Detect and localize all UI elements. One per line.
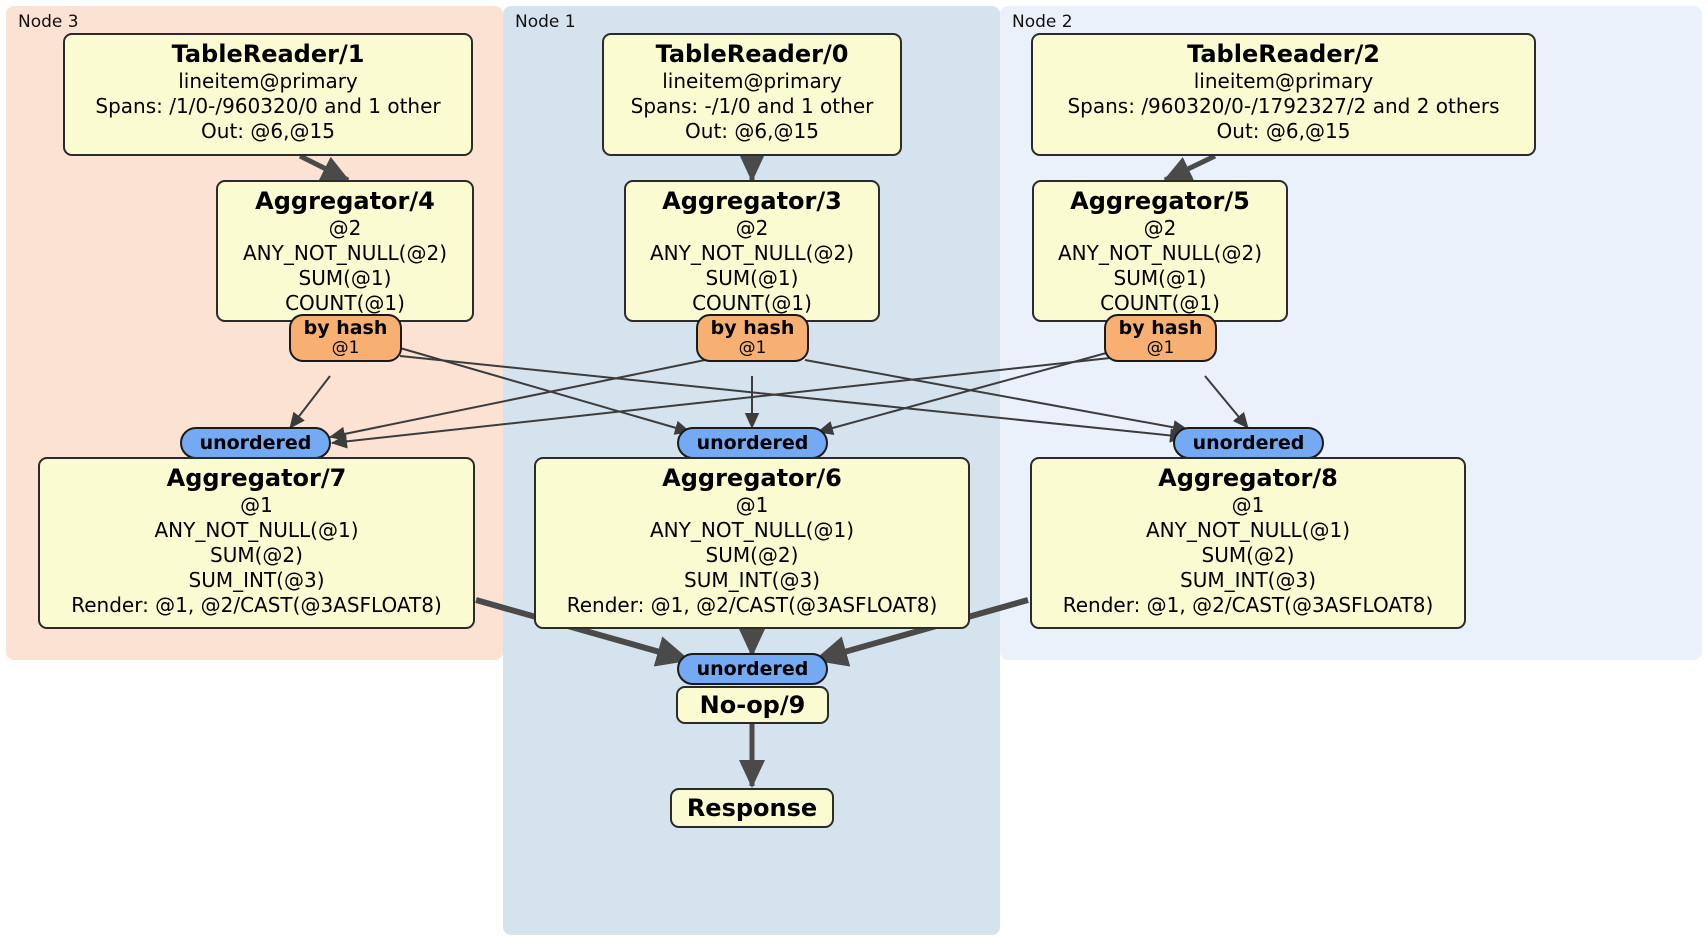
processor-detail-agg0: ANY_NOT_NULL(@2) — [1058, 241, 1262, 265]
processor-title: Aggregator/3 — [662, 187, 842, 215]
processor-detail-agg2: COUNT(@1) — [285, 291, 405, 315]
processor-detail-agg1: SUM(@1) — [1113, 266, 1207, 290]
synchronizer-label: unordered — [696, 658, 809, 680]
synchronizer-unordered-aggregator-6[interactable]: unordered — [677, 427, 828, 459]
processor-detail-agg2: COUNT(@1) — [692, 291, 812, 315]
processor-aggregator-8[interactable]: Aggregator/8 @1 ANY_NOT_NULL(@1) SUM(@2)… — [1030, 457, 1466, 629]
processor-detail-agg2: SUM_INT(@3) — [1180, 568, 1316, 592]
processor-detail-spans: Spans: -/1/0 and 1 other — [630, 94, 874, 118]
processor-title: Aggregator/4 — [255, 187, 435, 215]
synchronizer-label: unordered — [199, 432, 312, 454]
processor-detail-agg2: COUNT(@1) — [1100, 291, 1220, 315]
processor-aggregator-6[interactable]: Aggregator/6 @1 ANY_NOT_NULL(@1) SUM(@2)… — [534, 457, 970, 629]
synchronizer-label: unordered — [1192, 432, 1305, 454]
processor-detail-agg0: ANY_NOT_NULL(@2) — [650, 241, 854, 265]
processor-detail-render: Render: @1, @2/CAST(@3ASFLOAT8) — [71, 593, 442, 617]
processor-detail-groupcol: @1 — [240, 493, 273, 517]
processor-title: Aggregator/8 — [1158, 464, 1338, 492]
router-label: by hash — [303, 317, 388, 339]
processor-aggregator-3[interactable]: Aggregator/3 @2 ANY_NOT_NULL(@2) SUM(@1)… — [624, 180, 880, 322]
synchronizer-unordered-aggregator-7[interactable]: unordered — [180, 427, 331, 459]
processor-title: No-op/9 — [699, 691, 806, 719]
processor-detail-agg1: SUM(@2) — [705, 543, 799, 567]
processor-detail-out: Out: @6,@15 — [1216, 119, 1351, 143]
processor-title: Aggregator/7 — [166, 464, 347, 492]
node-label-node3: Node 3 — [18, 12, 79, 32]
processor-detail-groupcol: @1 — [735, 493, 769, 517]
processor-detail-out: Out: @6,@15 — [685, 119, 819, 143]
processor-detail-agg1: SUM(@1) — [705, 266, 799, 290]
synchronizer-unordered-final[interactable]: unordered — [677, 653, 828, 685]
processor-detail-out: Out: @6,@15 — [201, 119, 335, 143]
processor-detail-spans: Spans: /960320/0-/1792327/2 and 2 others — [1067, 94, 1500, 118]
processor-detail-agg0: ANY_NOT_NULL(@1) — [650, 518, 854, 542]
processor-aggregator-4[interactable]: Aggregator/4 @2 ANY_NOT_NULL(@2) SUM(@1)… — [216, 180, 474, 322]
processor-detail-agg0: ANY_NOT_NULL(@1) — [154, 518, 359, 542]
processor-title: Aggregator/5 — [1070, 187, 1250, 215]
processor-detail-table: lineitem@primary — [1193, 69, 1374, 93]
synchronizer-label: unordered — [696, 432, 809, 454]
processor-detail-agg1: SUM(@1) — [298, 266, 392, 290]
processor-detail-agg1: SUM(@2) — [210, 543, 303, 567]
node-label-node1: Node 1 — [515, 12, 576, 32]
processor-no-op-9[interactable]: No-op/9 — [676, 686, 829, 724]
processor-table-reader-1[interactable]: TableReader/1 lineitem@primary Spans: /1… — [63, 33, 473, 156]
processor-detail-groupcol: @2 — [328, 216, 362, 240]
processor-detail-agg1: SUM(@2) — [1201, 543, 1295, 567]
router-column: @1 — [331, 338, 360, 358]
processor-table-reader-0[interactable]: TableReader/0 lineitem@primary Spans: -/… — [602, 33, 902, 156]
processor-title: TableReader/0 — [655, 40, 849, 68]
processor-detail-table: lineitem@primary — [178, 69, 358, 93]
router-label: by hash — [1118, 317, 1203, 339]
processor-detail-agg2: SUM_INT(@3) — [188, 568, 325, 592]
processor-detail-agg0: ANY_NOT_NULL(@1) — [1146, 518, 1350, 542]
node-label-node2: Node 2 — [1012, 12, 1073, 32]
processor-title: TableReader/2 — [1187, 40, 1380, 68]
processor-detail-render: Render: @1, @2/CAST(@3ASFLOAT8) — [566, 593, 938, 617]
router-column: @1 — [1146, 338, 1175, 358]
synchronizer-unordered-aggregator-8[interactable]: unordered — [1173, 427, 1324, 459]
processor-title: TableReader/1 — [171, 40, 365, 68]
processor-title: Response — [686, 794, 818, 822]
processor-aggregator-5[interactable]: Aggregator/5 @2 ANY_NOT_NULL(@2) SUM(@1)… — [1032, 180, 1288, 322]
processor-detail-spans: Spans: /1/0-/960320/0 and 1 other — [95, 94, 441, 118]
processor-detail-groupcol: @1 — [1231, 493, 1265, 517]
processor-detail-table: lineitem@primary — [662, 69, 842, 93]
processor-detail-groupcol: @2 — [1143, 216, 1177, 240]
processor-detail-groupcol: @2 — [735, 216, 769, 240]
processor-detail-render: Render: @1, @2/CAST(@3ASFLOAT8) — [1062, 593, 1434, 617]
router-column: @1 — [738, 338, 767, 358]
processor-response[interactable]: Response — [670, 788, 834, 828]
processor-detail-agg2: SUM_INT(@3) — [684, 568, 820, 592]
processor-table-reader-2[interactable]: TableReader/2 lineitem@primary Spans: /9… — [1031, 33, 1536, 156]
router-label: by hash — [710, 317, 795, 339]
router-by-hash-aggregator-4[interactable]: by hash @1 — [289, 314, 402, 362]
router-by-hash-aggregator-3[interactable]: by hash @1 — [696, 314, 809, 362]
router-by-hash-aggregator-5[interactable]: by hash @1 — [1104, 314, 1217, 362]
processor-aggregator-7[interactable]: Aggregator/7 @1 ANY_NOT_NULL(@1) SUM(@2)… — [38, 457, 475, 629]
processor-detail-agg0: ANY_NOT_NULL(@2) — [243, 241, 447, 265]
processor-title: Aggregator/6 — [662, 464, 842, 492]
